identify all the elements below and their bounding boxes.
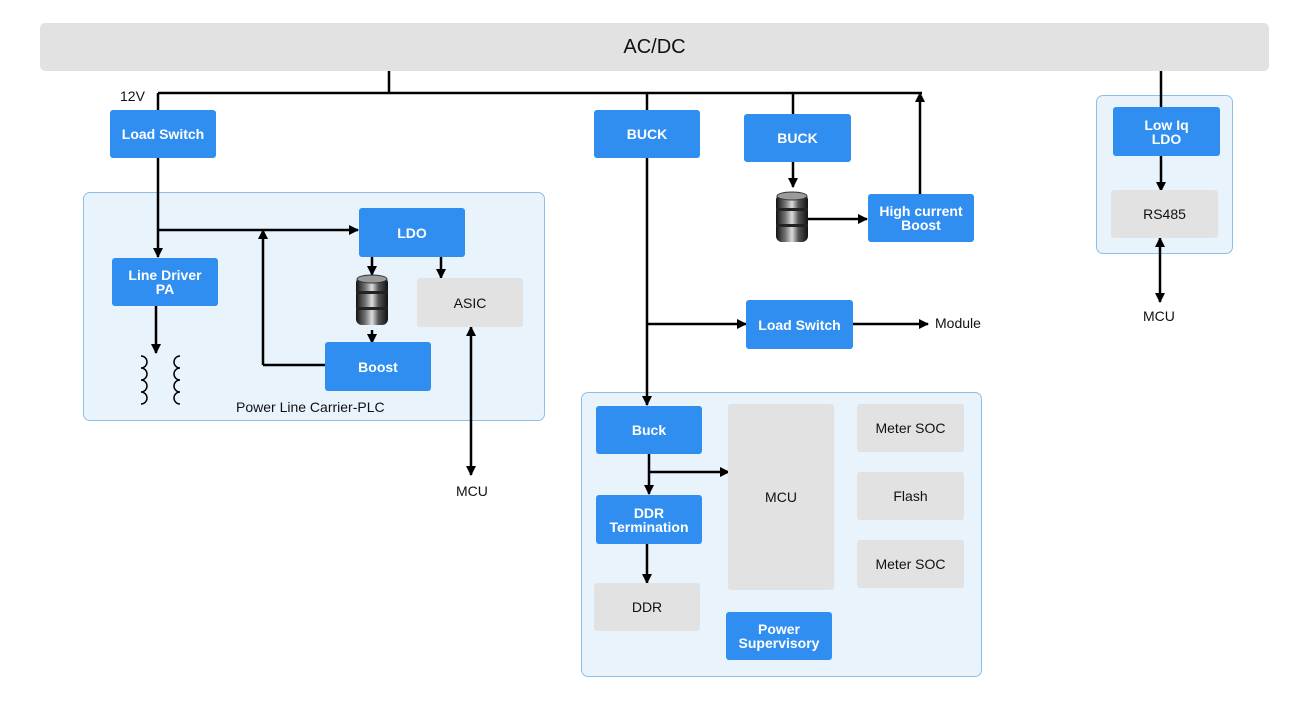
high-current-boost-block: High current Boost — [868, 194, 974, 242]
rs485-block: RS485 — [1111, 190, 1218, 238]
boost-block: Boost — [325, 342, 431, 391]
meter-soc-bottom-block: Meter SOC — [857, 540, 964, 588]
line-driver-pa-block: Line Driver PA — [112, 258, 218, 306]
load-switch-12v-block: Load Switch — [110, 110, 216, 158]
ldo-block: LDO — [359, 208, 465, 257]
load-switch-module-block: Load Switch — [746, 300, 853, 349]
buck-main-block: BUCK — [594, 110, 700, 158]
power-supervisory-block: Power Supervisory — [726, 612, 832, 660]
ac-dc-bar: AC/DC — [40, 23, 1269, 71]
low-iq-ldo-block: Low Iq LDO — [1113, 107, 1220, 156]
module-label: Module — [935, 315, 981, 331]
meter-buck-block: Buck — [596, 406, 702, 454]
meter-soc-top-block: Meter SOC — [857, 404, 964, 452]
ddr-termination-block: DDR Termination — [596, 495, 702, 544]
asic-mcu-label: MCU — [456, 483, 488, 499]
capacitor-icon — [776, 191, 808, 242]
buck-secondary-block: BUCK — [744, 114, 851, 162]
transformer-icon — [140, 355, 181, 405]
asic-block: ASIC — [417, 278, 523, 327]
ddr-block: DDR — [594, 583, 700, 631]
meter-mcu-block: MCU — [728, 404, 834, 590]
plc-region-label: Power Line Carrier-PLC — [236, 399, 385, 415]
rs485-mcu-label: MCU — [1143, 308, 1175, 324]
flash-block: Flash — [857, 472, 964, 520]
capacitor-icon — [356, 274, 388, 325]
rail-12v-label: 12V — [120, 88, 145, 104]
